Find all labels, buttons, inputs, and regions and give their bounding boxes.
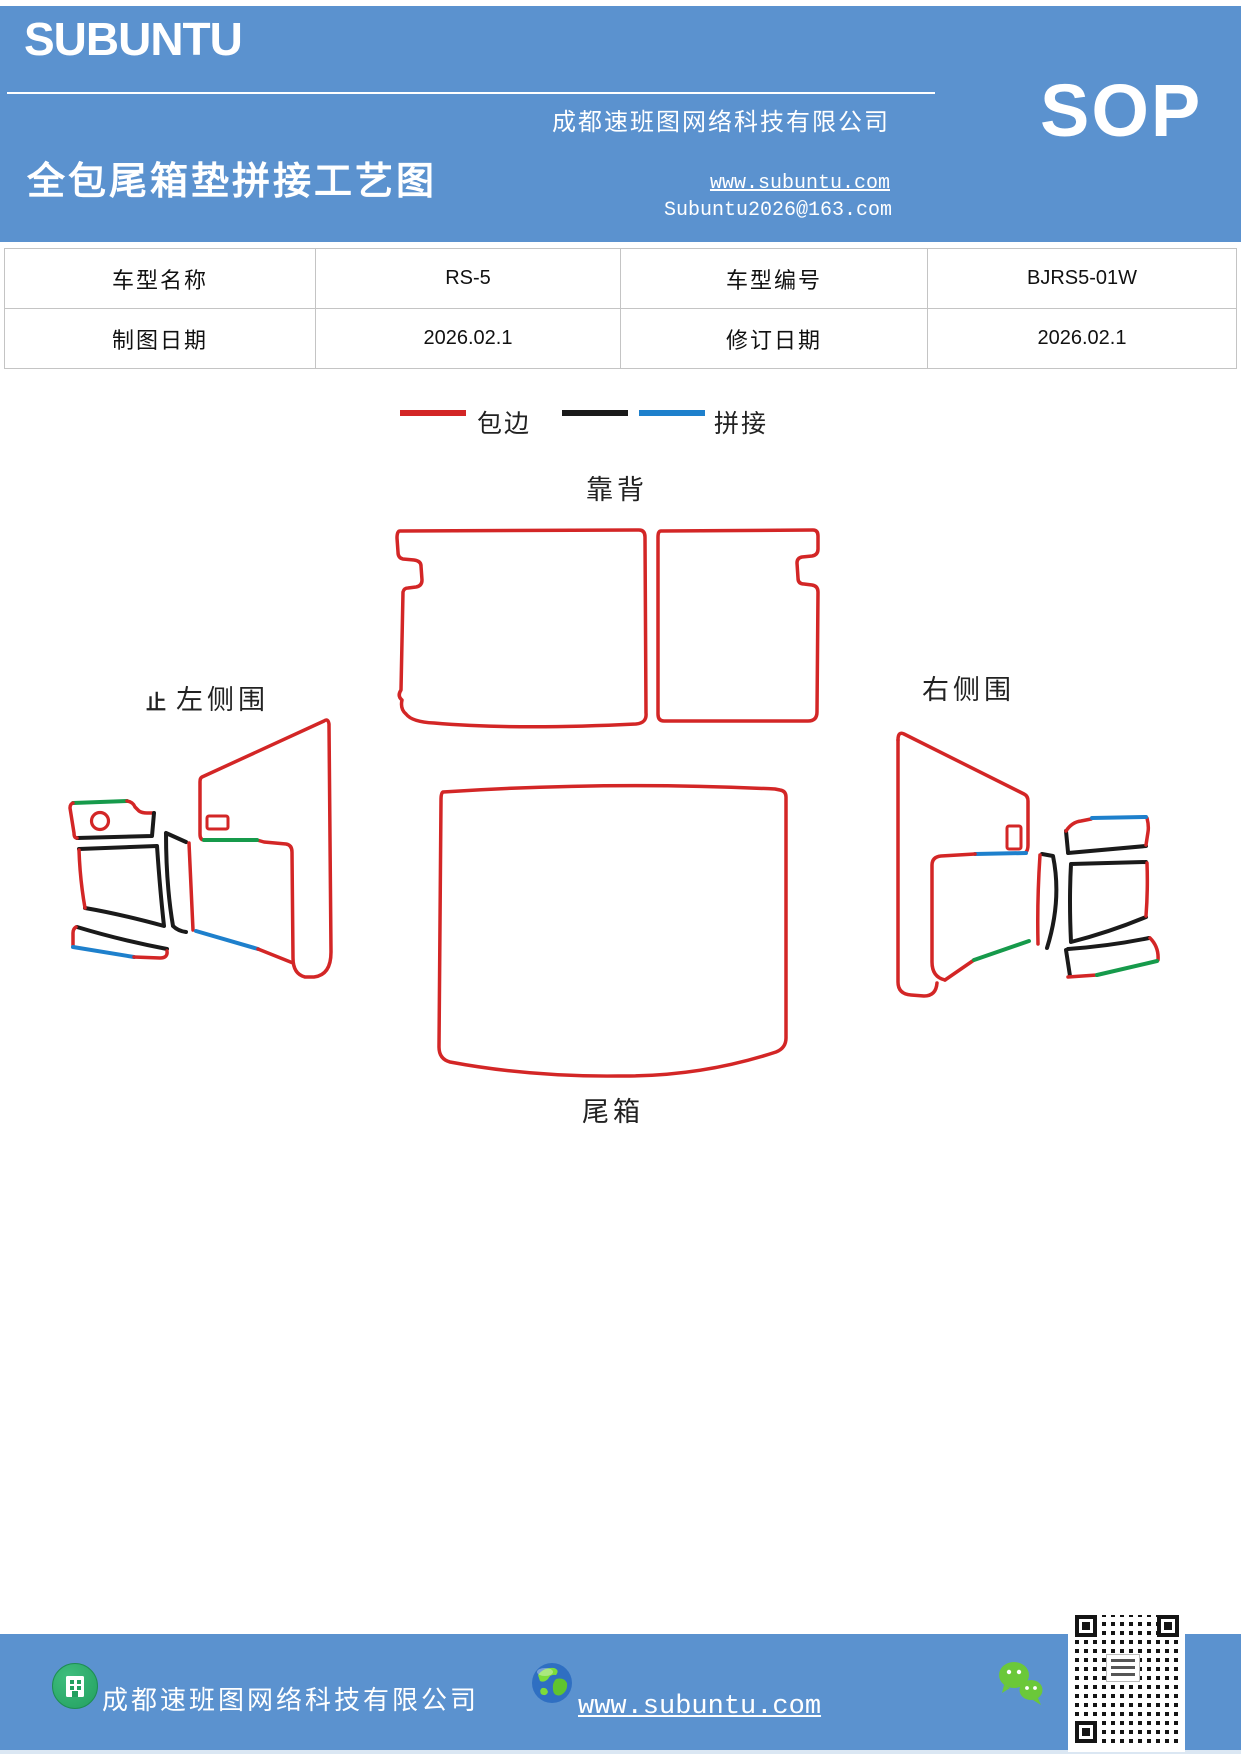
left-headrest-piece bbox=[68, 799, 156, 840]
right-middle-piece bbox=[1068, 860, 1150, 944]
model-code-label: 车型编号 bbox=[620, 248, 928, 309]
legend-wrap-label: 包边 bbox=[477, 410, 532, 438]
header-website-link[interactable]: www.subuntu.com bbox=[709, 172, 890, 195]
model-name-label: 车型名称 bbox=[4, 248, 316, 309]
qr-finder-bottom-left bbox=[1075, 1721, 1097, 1743]
left-bottom-strip bbox=[71, 925, 169, 960]
header-company-name: 成都速班图网络科技有限公司 bbox=[552, 110, 890, 136]
right-top-piece bbox=[1064, 815, 1151, 855]
legend-swatches bbox=[400, 410, 705, 416]
footer-bottom-strip bbox=[0, 1750, 1241, 1754]
qr-code bbox=[1068, 1606, 1185, 1752]
label-right-side: 右侧围 bbox=[922, 675, 1015, 705]
brand-logo: SUBUNTU bbox=[24, 13, 243, 65]
backrest-left-piece bbox=[395, 528, 648, 729]
right-side-main-piece bbox=[896, 731, 1031, 998]
footer-company-name: 成都速班图网络科技有限公司 bbox=[102, 1686, 480, 1715]
legend-splice-label: 拼接 bbox=[714, 410, 769, 438]
label-left-side-prefix: 止 bbox=[146, 692, 166, 714]
qr-finder-top-left bbox=[1075, 1615, 1097, 1637]
label-trunk: 尾箱 bbox=[582, 1097, 644, 1127]
qr-center-logo bbox=[1106, 1654, 1140, 1682]
globe-icon bbox=[530, 1661, 575, 1706]
right-wedge-piece bbox=[1036, 852, 1059, 950]
revise-date-label: 修订日期 bbox=[620, 308, 928, 369]
header-email[interactable]: Subuntu2026@163.com bbox=[663, 199, 892, 222]
revise-date-value: 2026.02.1 bbox=[927, 308, 1237, 369]
qr-finder-top-right bbox=[1157, 1615, 1179, 1637]
draw-date-value: 2026.02.1 bbox=[315, 308, 621, 369]
header-divider bbox=[7, 92, 935, 94]
table-row: 车型名称 RS-5 车型编号 BJRS5-01W bbox=[4, 248, 1237, 309]
footer-website-link[interactable]: www.subuntu.com bbox=[578, 1692, 822, 1722]
model-code-value: BJRS5-01W bbox=[927, 248, 1237, 309]
right-bottom-strip bbox=[1064, 936, 1160, 979]
company-building-icon bbox=[52, 1663, 98, 1709]
sop-badge: SOP bbox=[1040, 69, 1203, 152]
header-band bbox=[0, 6, 1241, 242]
page-title: 全包尾箱垫拼接工艺图 bbox=[27, 161, 438, 203]
left-splice-diagonal bbox=[194, 929, 295, 965]
draw-date-label: 制图日期 bbox=[4, 308, 316, 369]
table-row: 制图日期 2026.02.1 修订日期 2026.02.1 bbox=[4, 308, 1237, 369]
label-backrest: 靠背 bbox=[586, 475, 648, 505]
left-wedge-piece bbox=[164, 831, 195, 934]
model-name-value: RS-5 bbox=[315, 248, 621, 309]
backrest-right-piece bbox=[656, 528, 820, 723]
vehicle-info-table: 车型名称 RS-5 车型编号 BJRS5-01W 制图日期 2026.02.1 … bbox=[4, 248, 1237, 369]
left-side-main-piece bbox=[198, 718, 333, 979]
trunk-piece bbox=[437, 783, 788, 1078]
left-middle-piece bbox=[77, 844, 166, 928]
wechat-icon bbox=[996, 1659, 1046, 1714]
label-left-side: 左侧围 bbox=[176, 685, 269, 715]
